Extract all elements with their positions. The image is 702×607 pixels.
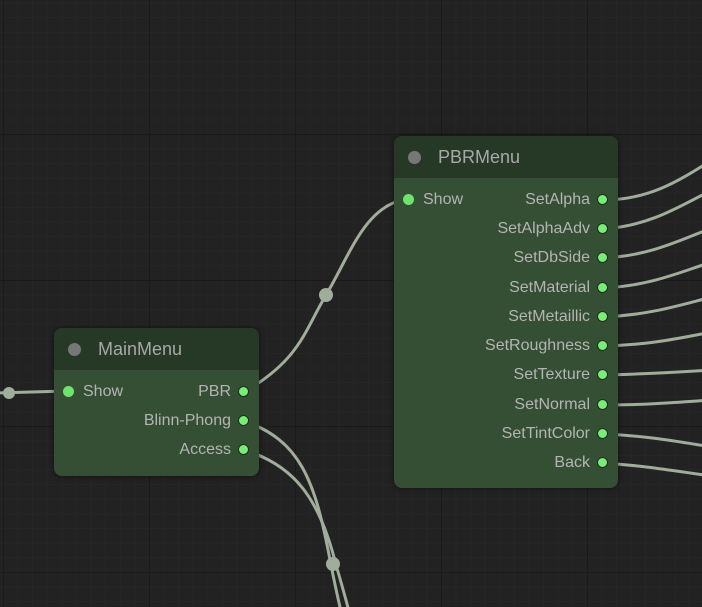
slot-label: PBR: [198, 383, 231, 400]
slot-label: SetTexture: [513, 366, 590, 383]
output-slot-setalpha[interactable]: SetAlpha: [525, 189, 618, 211]
output-pin-icon[interactable]: [597, 340, 608, 351]
collapse-dot-icon[interactable]: [68, 343, 81, 356]
output-pin-icon[interactable]: [597, 457, 608, 468]
output-slot-blinn-phong[interactable]: Blinn-Phong: [144, 410, 259, 432]
slot-label: SetMetaillic: [508, 308, 590, 325]
slot-label: SetDbSide: [513, 249, 591, 266]
input-slot-show[interactable]: Show: [394, 189, 463, 211]
output-slot-pbr[interactable]: PBR: [198, 381, 259, 403]
output-slot-setroughness[interactable]: SetRoughness: [485, 335, 618, 357]
output-pin-icon[interactable]: [238, 444, 249, 455]
slot-label: SetNormal: [514, 396, 590, 413]
output-slot-settexture[interactable]: SetTexture: [514, 364, 618, 386]
slot-label: Blinn-Phong: [143, 412, 231, 429]
output-pin-icon[interactable]: [597, 223, 608, 234]
node-title: PBRMenu: [438, 147, 521, 167]
output-slot-settintcolor[interactable]: SetTintColor: [502, 423, 618, 445]
input-pin-icon[interactable]: [63, 386, 74, 397]
reroute-point[interactable]: [319, 288, 333, 302]
output-pin-icon[interactable]: [597, 311, 608, 322]
output-slot-setmaterial[interactable]: SetMaterial: [509, 277, 618, 299]
node-header[interactable]: PBRMenu: [394, 136, 618, 178]
output-pin-icon[interactable]: [597, 369, 608, 380]
slot-label: SetMaterial: [509, 279, 590, 296]
node-mainmenu[interactable]: MainMenu Show PBR Blinn-Phong Access: [54, 328, 259, 476]
node-pbrmenu[interactable]: PBRMenu Show SetAlpha SetAlphaAdv SetDbS…: [394, 136, 618, 488]
output-slot-setnormal[interactable]: SetNormal: [514, 394, 618, 416]
slot-label: SetAlphaAdv: [497, 220, 590, 237]
slot-label: Access: [179, 441, 231, 458]
slot-label: SetTintColor: [501, 425, 590, 442]
output-slot-setdbside[interactable]: SetDbSide: [514, 247, 619, 269]
node-header[interactable]: MainMenu: [54, 328, 259, 370]
reroute-point[interactable]: [326, 557, 340, 571]
output-slot-setmetaillic[interactable]: SetMetaillic: [508, 306, 618, 328]
input-pin-icon[interactable]: [403, 194, 414, 205]
slot-label: SetRoughness: [485, 337, 590, 354]
link-access[interactable]: [242, 448, 350, 607]
slot-label: Show: [423, 191, 464, 208]
output-slot-access[interactable]: Access: [179, 439, 259, 461]
reroute-point[interactable]: [3, 387, 15, 399]
output-pin-icon[interactable]: [597, 282, 608, 293]
output-pin-icon[interactable]: [238, 386, 249, 397]
output-slot-setalphaadv[interactable]: SetAlphaAdv: [497, 218, 618, 240]
slot-label: SetAlpha: [525, 191, 590, 208]
input-slot-show[interactable]: Show: [54, 381, 123, 403]
slot-label: Back: [554, 454, 590, 471]
output-pin-icon[interactable]: [238, 415, 249, 426]
output-pin-icon[interactable]: [597, 399, 608, 410]
slot-label: Show: [83, 383, 124, 400]
output-pin-icon[interactable]: [597, 428, 608, 439]
collapse-dot-icon[interactable]: [408, 151, 421, 164]
output-pin-icon[interactable]: [597, 252, 608, 263]
output-pin-icon[interactable]: [597, 194, 608, 205]
node-title: MainMenu: [98, 339, 183, 359]
output-slot-back[interactable]: Back: [554, 452, 618, 474]
